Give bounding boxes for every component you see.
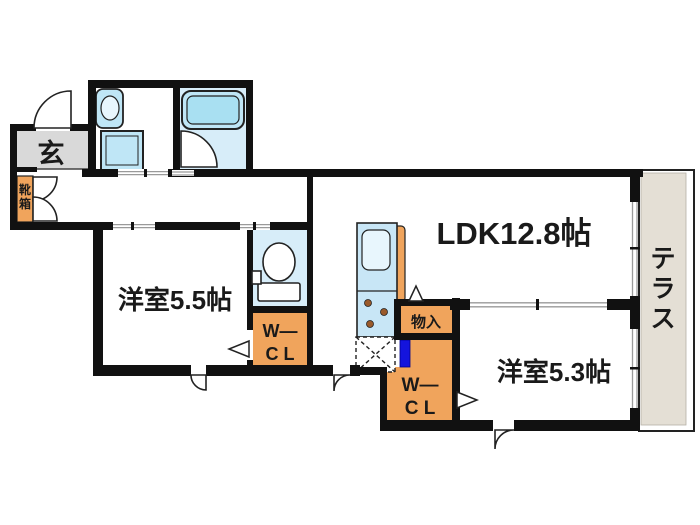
shoe-cabinet-door-bottom [32,196,58,222]
toilet-bowl [262,242,296,282]
vanity-basin [100,95,120,121]
toilet-control [251,270,262,285]
burner-dot [380,308,388,316]
storage-monoiri [401,306,452,333]
openings [113,169,640,431]
blue-door-panel [399,339,411,368]
wcl1-label: W— [263,321,298,341]
corridor-door-swing [333,374,351,392]
doors [32,90,515,450]
burner-dot [364,299,372,307]
toilet-fixture [251,242,301,302]
terrace-label: テ [650,245,675,273]
bedroom55-label: 洋室5.5帖 [118,285,232,315]
wcl1-label: C L [266,344,295,364]
genkan-floor [17,131,88,169]
bedroom55-door-swing [190,374,207,391]
storage-opening-arrow [407,284,425,302]
bedroom53-door-swing [494,429,515,450]
terrace [640,172,687,426]
terrace-label: ラ [650,275,675,303]
genkan-label: 玄 [38,138,65,169]
toilet-tank [257,282,301,302]
washroom-fixtures [95,88,144,171]
kitchen-sink [361,229,391,271]
service-space-dashed-box [355,336,396,373]
walk-in-closet-2 [387,340,452,420]
room-labels: 玄 靴 箱 洋室5.5帖 LDK12.8帖 洋室5.3帖 テ ラ ス W— C … [19,138,676,419]
ldk-label: LDK12.8帖 [436,216,591,251]
walk-in-closet-1 [253,313,307,365]
bedroom53-label: 洋室5.3帖 [497,357,611,387]
washer-pan-inner [105,135,139,166]
bathtub [181,90,245,130]
kitchen-unit [356,222,406,338]
storage-label: 物入 [411,313,441,331]
entrance-door-swing [33,90,72,129]
shoebox-label: 靴 [19,182,31,197]
terrace-label: ス [650,305,675,333]
wcl2-label: C L [405,398,436,419]
bathroom-door-swing [180,130,218,168]
tub-inner [186,95,240,125]
washer-pan [100,130,144,171]
closet1-opening-arrow [226,339,250,359]
shoebox-label: 箱 [19,196,31,211]
floors [16,88,695,432]
wcl2-label: W— [402,375,439,396]
closet2-opening-arrow [456,390,480,410]
burner-dot [366,320,374,328]
